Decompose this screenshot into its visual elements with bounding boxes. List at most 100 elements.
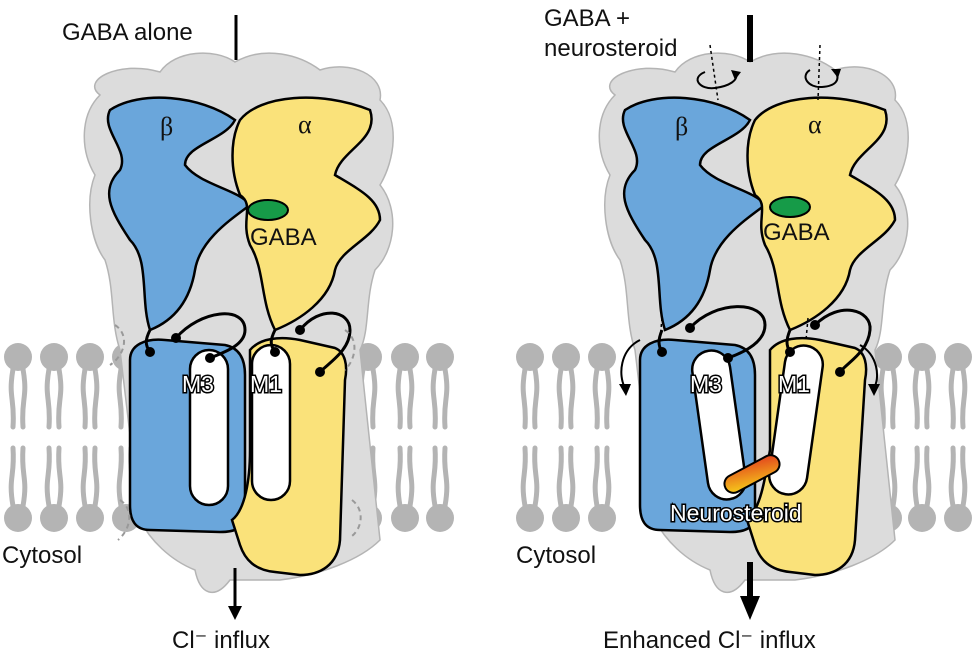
lipid-tail	[568, 366, 576, 430]
right-title-line2: neurosteroid	[544, 35, 677, 62]
lipid-tail	[924, 366, 932, 430]
lipid-tail	[532, 445, 540, 509]
right-loop-dot	[835, 367, 845, 377]
lipid-tail	[960, 366, 968, 430]
right-m1-label: M1	[778, 371, 810, 397]
lipid-tail	[592, 445, 600, 509]
lipid-head	[40, 343, 68, 371]
lipid-molecule	[426, 343, 454, 430]
right-m1-helix	[767, 344, 825, 496]
left-flux-label: Cl⁻ influx	[172, 627, 270, 654]
left-loop-dot	[145, 347, 155, 357]
left-loop-dot	[270, 347, 280, 357]
lipid-tail	[20, 366, 28, 430]
lipid-molecule	[40, 445, 68, 532]
right-rotation-arrowhead	[831, 69, 841, 78]
left-cytosol-label: Cytosol	[2, 542, 82, 569]
right-panel: GABA + neurosteroid β α GABA M3 M1 Neuro…	[516, 5, 972, 654]
lipid-head	[4, 343, 32, 371]
right-outward-arrowhead	[868, 384, 880, 396]
lipid-tail	[395, 366, 403, 430]
lipid-tail	[8, 445, 16, 509]
left-m1-helix	[250, 343, 292, 502]
lipid-tail	[912, 445, 920, 509]
lipid-molecule	[944, 343, 972, 430]
right-gaba-label: GABA	[763, 219, 830, 246]
lipid-tail	[878, 366, 886, 430]
lipid-tail	[92, 445, 100, 509]
right-m3-label: M3	[690, 371, 722, 397]
lipid-molecule	[40, 343, 68, 430]
right-dotted-link	[659, 317, 663, 341]
lipid-molecule	[874, 343, 902, 430]
lipid-molecule	[516, 445, 544, 532]
lipid-head	[391, 343, 419, 371]
right-rotation-arrowhead	[731, 70, 741, 80]
lipid-molecule	[908, 445, 936, 532]
right-m3-helix	[690, 349, 748, 501]
lipid-tail	[20, 445, 28, 509]
left-dashed-lipid	[351, 499, 362, 537]
lipid-tail	[430, 445, 438, 509]
lipid-tail	[56, 445, 64, 509]
left-loop-dot	[171, 333, 181, 343]
left-gaba-label: GABA	[250, 224, 317, 251]
lipid-head	[588, 504, 616, 532]
lipid-head	[426, 343, 454, 371]
right-loop-dot	[785, 347, 795, 357]
lipid-tail	[116, 366, 124, 430]
lipid-head	[944, 343, 972, 371]
left-dashed-lipid	[109, 324, 125, 366]
right-beta-subunit-ecd	[621, 96, 767, 332]
lipid-tail	[948, 366, 956, 430]
right-outward-arrowhead	[619, 384, 631, 396]
left-dashed-lipid	[117, 499, 131, 541]
lipid-molecule	[4, 445, 32, 532]
lipid-head	[516, 343, 544, 371]
right-flux-label: Enhanced Cl⁻ influx	[603, 627, 816, 654]
lipid-head	[76, 343, 104, 371]
right-flux-arrow-head	[740, 596, 760, 620]
right-loop-m2m3	[688, 305, 767, 360]
lipid-head	[516, 504, 544, 532]
neurosteroid-label: Neurosteroid	[670, 500, 802, 526]
lipid-molecule	[588, 343, 616, 430]
left-m1-label: M1	[250, 371, 282, 397]
lipid-head	[874, 343, 902, 371]
lipid-head	[908, 504, 936, 532]
lipid-molecule	[4, 343, 32, 430]
left-loop-dot	[295, 325, 305, 335]
lipid-tail	[44, 366, 52, 430]
right-cytosol-label: Cytosol	[516, 542, 596, 569]
lipid-tail	[116, 445, 124, 509]
left-beta-subunit-ecd	[106, 96, 252, 332]
lipid-tail	[912, 366, 920, 430]
left-loop-dot	[315, 367, 325, 377]
lipid-tail	[56, 366, 64, 430]
lipid-tail	[442, 366, 450, 430]
lipid-tail	[430, 366, 438, 430]
lipid-head	[552, 504, 580, 532]
lipid-head	[76, 504, 104, 532]
lipid-head	[588, 343, 616, 371]
left-dashed-lipid	[344, 329, 356, 371]
lipid-tail	[44, 445, 52, 509]
lipid-molecule	[552, 343, 580, 430]
left-loop-dot	[205, 353, 215, 363]
lipid-head	[426, 504, 454, 532]
left-panel: GABA alone β α GABA M3 M1 Cytosol Cl⁻ in…	[2, 15, 454, 654]
lipid-tail	[890, 366, 898, 430]
lipid-head	[4, 504, 32, 532]
neurosteroid-molecule	[723, 454, 781, 494]
lipid-tail	[556, 445, 564, 509]
right-loop-dot	[723, 353, 733, 363]
right-rotation-arrow	[804, 69, 839, 89]
right-loop-dot	[657, 347, 667, 357]
lipid-tail	[8, 366, 16, 430]
lipid-tail	[532, 366, 540, 430]
right-alpha-label: α	[808, 110, 822, 139]
lipid-tail	[592, 366, 600, 430]
lipid-tail	[890, 445, 898, 509]
